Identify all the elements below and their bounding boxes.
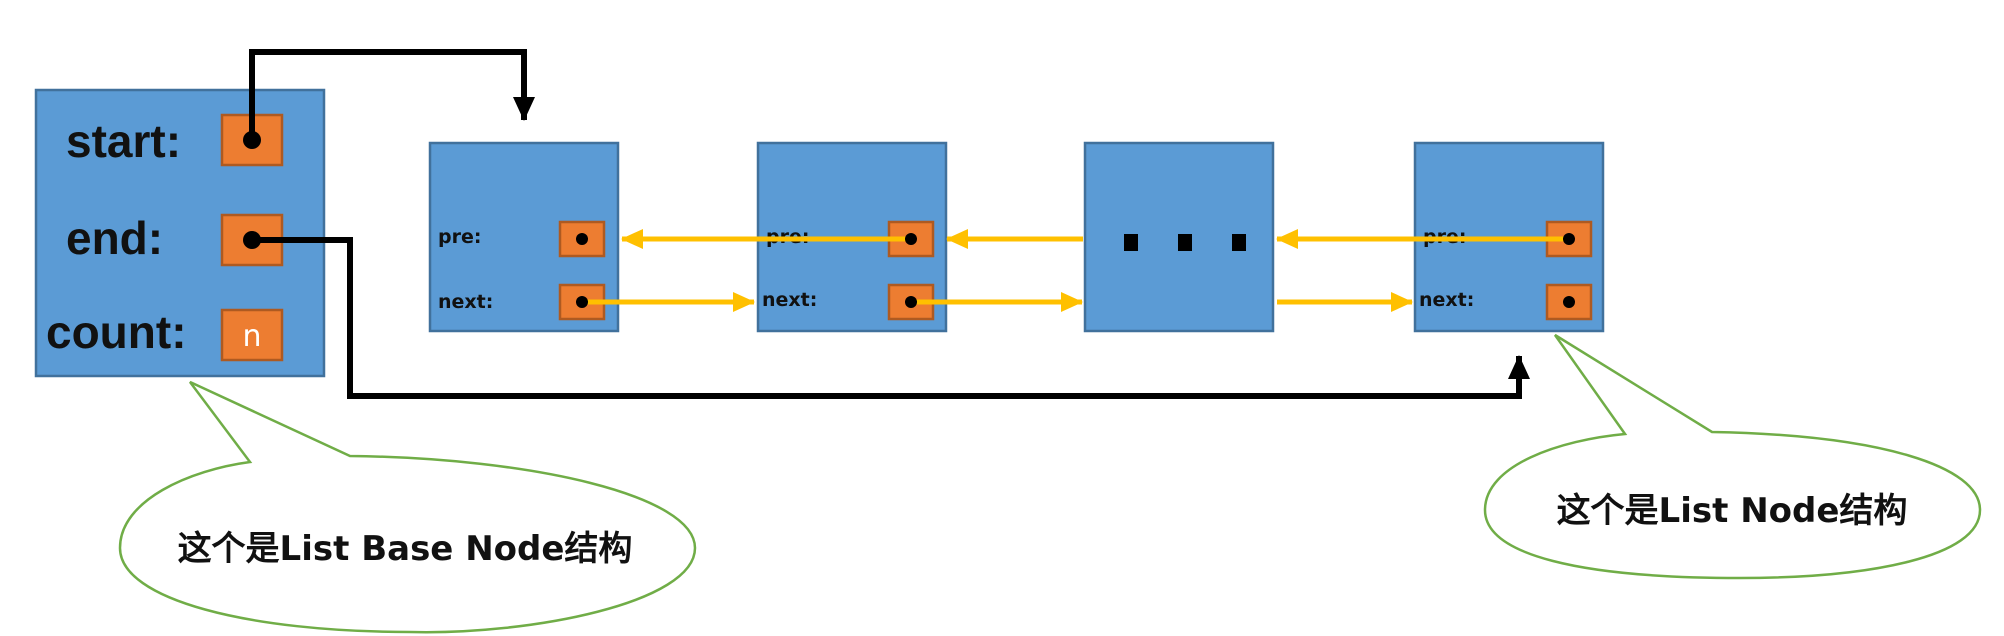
ellipsis-dot-1 <box>1124 234 1138 251</box>
count-value: n <box>242 319 261 354</box>
callout-base-node: 这个是List Base Node结构 <box>118 380 697 634</box>
list-node-last-pre-dot <box>1563 233 1575 245</box>
ellipsis-dot-3 <box>1232 234 1246 251</box>
callout-list-node-text: 这个是List Node结构 <box>1557 491 1908 531</box>
base-node: start: end: count: n <box>34 88 326 378</box>
pointer-dots <box>243 131 1575 308</box>
callout-base-node-text: 这个是List Base Node结构 <box>178 529 633 569</box>
start-label: start: <box>66 115 181 167</box>
callout-base-node-bubble <box>118 380 697 634</box>
count-label: count: <box>46 306 187 358</box>
yellow-pointer-arrows <box>582 229 1568 312</box>
list-node-1-pre-dot <box>576 233 588 245</box>
list-node-2-pre-dot <box>905 233 917 245</box>
black-connectors <box>249 49 1530 399</box>
list-node-1-next-dot <box>576 296 588 308</box>
list-node-last-next-label: next: <box>1419 289 1474 311</box>
list-node-2-next-label: next: <box>762 289 817 311</box>
ellipsis-dot-2 <box>1178 234 1192 251</box>
list-node-2-next-dot <box>905 296 917 308</box>
list-node-ellipsis <box>1083 141 1275 333</box>
end-connector <box>252 237 1530 399</box>
count-value-slot <box>220 308 284 362</box>
start-pointer-dot <box>243 131 261 149</box>
list-node-1-next-label: next: <box>438 291 493 313</box>
callout-list-node-bubble <box>1483 333 1982 580</box>
start-connector <box>249 49 535 140</box>
callout-list-node: 这个是List Node结构 <box>1483 333 1982 580</box>
list-node-last-next-dot <box>1563 296 1575 308</box>
end-pointer-dot <box>243 231 261 249</box>
list-node-1-pre-label: pre: <box>438 226 481 248</box>
end-label: end: <box>66 212 163 264</box>
